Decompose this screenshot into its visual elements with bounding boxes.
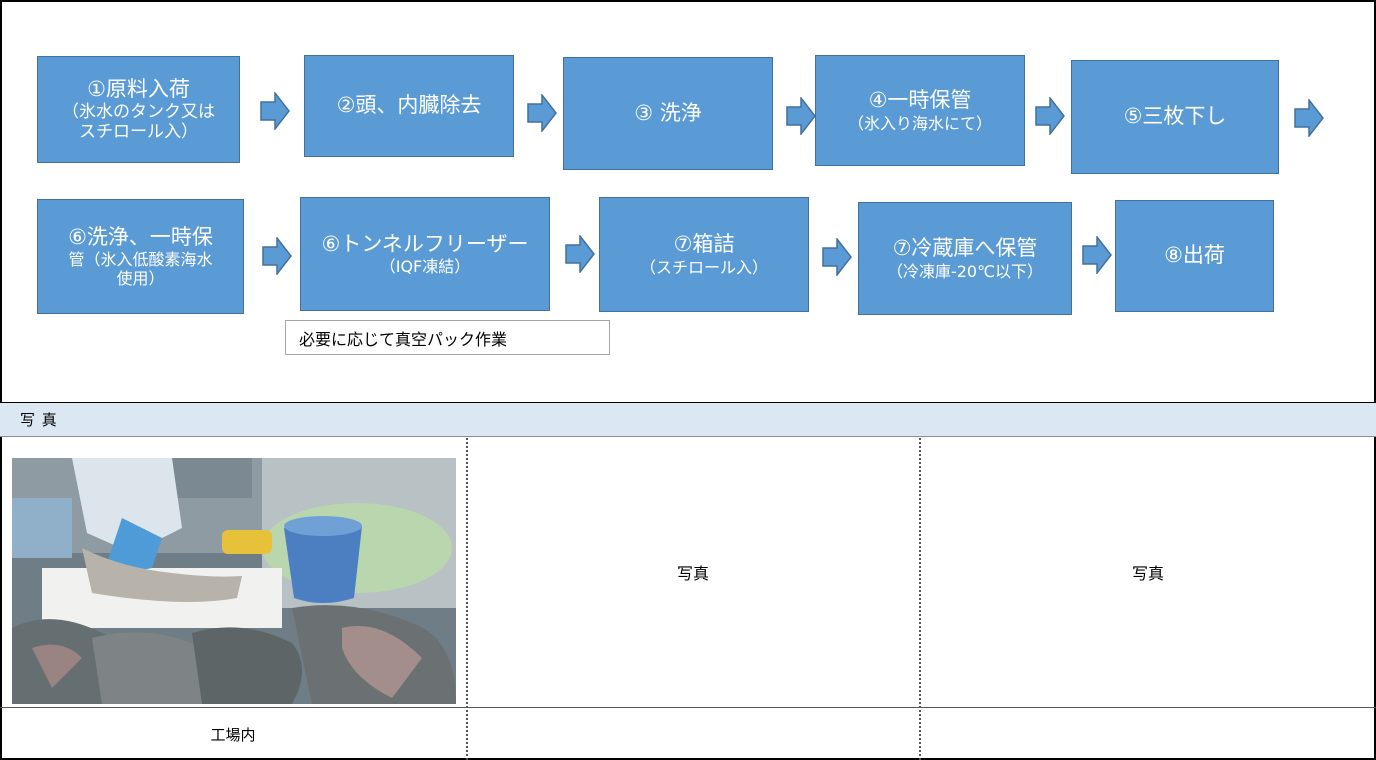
photo-caption: 工場内 [210, 725, 256, 744]
photo-caption [467, 708, 919, 760]
step-title: ②頭、内臓除去 [336, 93, 482, 118]
flow-arrow-icon [1035, 97, 1065, 135]
step-filleting: ⑤三枚下し [1071, 60, 1279, 174]
step-subtitle: （スチロール入） [639, 257, 768, 277]
step-raw-material-arrival: ①原料入荷 （氷水のタンク又は スチロール入） [37, 56, 240, 163]
photo-placeholder-label: 写真 [1131, 564, 1164, 583]
step-title: ③ 洗浄 [634, 100, 702, 125]
step-boxing: ⑦箱詰 （スチロール入） [599, 197, 809, 312]
vacuum-pack-note: 必要に応じて真空パック作業 [285, 320, 610, 355]
step-tunnel-freezer: ⑥トンネルフリーザー （IQF凍結） [300, 197, 550, 311]
photo-caption [920, 708, 1376, 760]
flow-arrow-icon [786, 97, 816, 135]
step-title: ①原料入荷 [87, 76, 190, 101]
flow-arrow-icon [565, 235, 595, 273]
flow-arrow-icon [260, 92, 290, 130]
step-head-gut-removal: ②頭、内臓除去 [304, 55, 514, 157]
step-wash-temporary-storage: ⑥洗浄、一時保 管（氷入低酸素海水 使用） [37, 199, 244, 314]
step-title: ⑥トンネルフリーザー [321, 231, 529, 256]
step-title: ⑥洗浄、一時保 [68, 224, 213, 249]
step-cold-storage: ⑦冷蔵庫へ保管 （冷凍庫-20℃以下） [858, 202, 1072, 315]
photo-placeholder-label: 写真 [676, 564, 709, 583]
caption-row-divider [0, 707, 1376, 708]
step-subtitle: 管（氷入低酸素海水 使用） [68, 249, 213, 289]
factory-photo [12, 458, 456, 704]
step-title: ⑤三枚下し [1123, 104, 1227, 129]
step-title: ⑦箱詰 [673, 232, 735, 257]
step-wash: ③ 洗浄 [563, 57, 773, 170]
step-shipping: ⑧出荷 [1115, 200, 1274, 312]
step-title: ④一時保管 [868, 88, 972, 113]
step-subtitle: （冷凍庫-20℃以下） [886, 261, 1044, 281]
flow-arrow-icon [1082, 236, 1112, 274]
step-subtitle: （IQF凍結） [379, 257, 471, 276]
step-temporary-storage: ④一時保管 （氷入り海水にて） [815, 55, 1025, 166]
step-title: ⑧出荷 [1164, 243, 1225, 268]
column-divider [919, 438, 921, 760]
flow-arrow-icon [527, 94, 557, 132]
flow-arrow-icon [1294, 99, 1324, 137]
column-divider [466, 438, 468, 760]
step-subtitle: （氷入り海水にて） [847, 113, 992, 133]
flow-arrow-icon [262, 237, 292, 275]
photo-section-title: 写 真 [0, 403, 1376, 437]
flow-arrow-icon [822, 238, 852, 276]
step-title: ⑦冷蔵庫へ保管 [892, 236, 1038, 261]
step-subtitle: （氷水のタンク又は スチロール入） [62, 101, 215, 143]
